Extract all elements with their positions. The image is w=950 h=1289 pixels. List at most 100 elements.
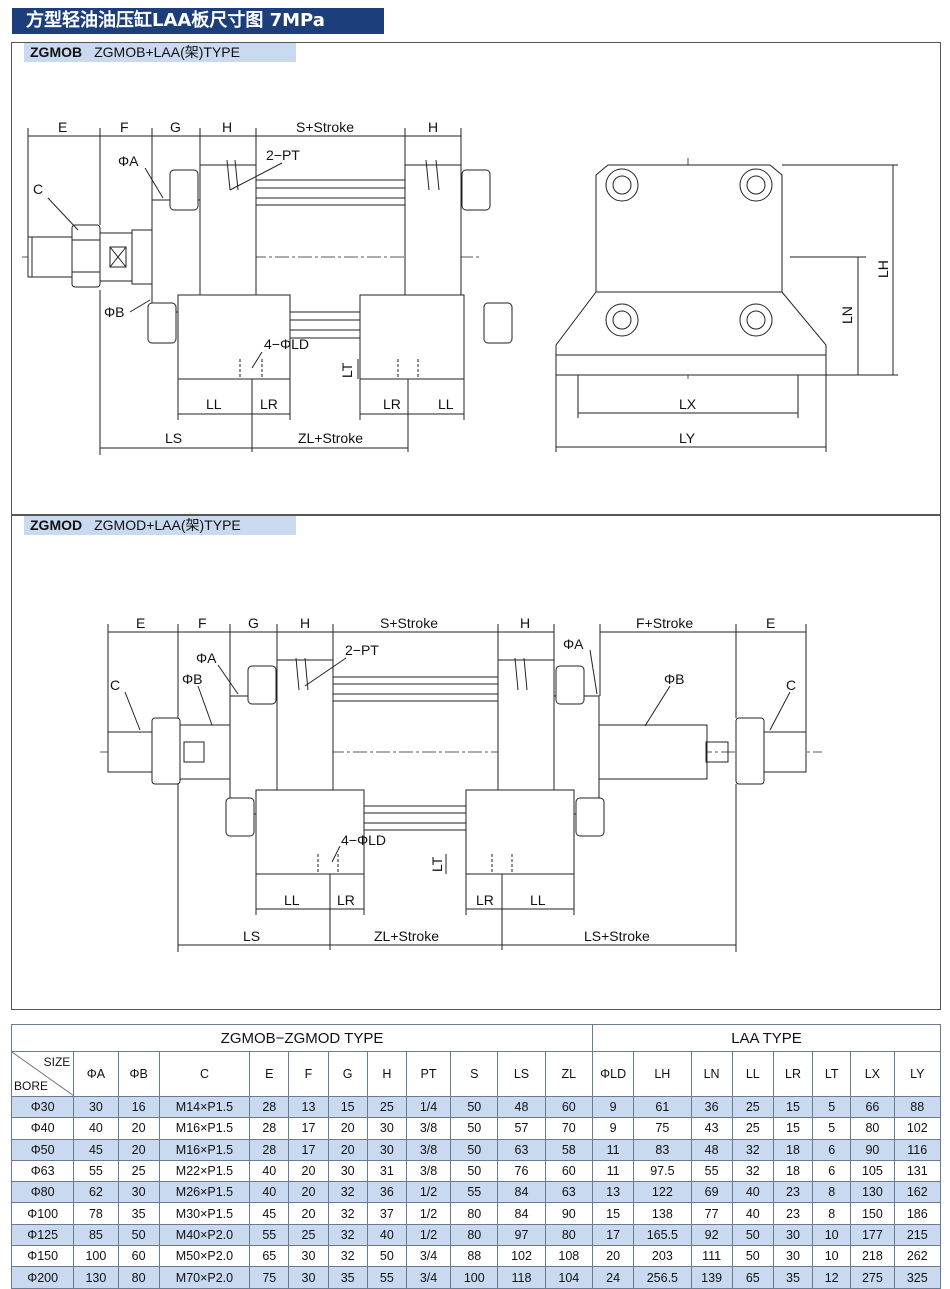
table-cell: M70×P2.0 — [158, 1266, 251, 1289]
bore-cell: Φ50 — [10, 1138, 75, 1161]
table-cell: 177 — [850, 1223, 895, 1247]
column-header: C — [158, 1051, 251, 1097]
table-cell: 30 — [772, 1245, 814, 1268]
dim-h-label: H — [300, 615, 310, 631]
table-cell: 80 — [850, 1117, 895, 1140]
table-cell: 50 — [450, 1159, 499, 1183]
table-cell: 31 — [366, 1159, 407, 1183]
table-cell: 3/8 — [405, 1117, 452, 1140]
table-cell: 32 — [731, 1159, 774, 1183]
table-cell: 111 — [690, 1245, 733, 1268]
table-cell: 36 — [366, 1181, 407, 1204]
table-cell: M50×P2.0 — [158, 1245, 251, 1268]
dim-ln-label: LN — [839, 306, 855, 324]
dim-phib2-label: ΦB — [664, 671, 685, 687]
column-header: LL — [731, 1051, 774, 1097]
dim-ls-label: LS — [165, 430, 182, 446]
table-cell: 20 — [117, 1138, 160, 1161]
dim-e-label: E — [136, 615, 145, 631]
table-cell: 90 — [544, 1202, 594, 1225]
table-cell: 100 — [450, 1266, 499, 1289]
table-cell: 32 — [327, 1223, 368, 1247]
table-cell: 36 — [690, 1095, 733, 1119]
table-cell: 13 — [592, 1181, 635, 1204]
dim-ll2-label: LL — [530, 892, 546, 908]
table-cell: 70 — [544, 1117, 594, 1140]
table-cell: 55 — [690, 1159, 733, 1183]
bore-cell: Φ125 — [10, 1223, 75, 1247]
table-cell: 65 — [249, 1245, 290, 1268]
table-cell: 57 — [497, 1117, 546, 1140]
table-cell: M14×P1.5 — [158, 1095, 251, 1119]
column-header: LR — [772, 1051, 814, 1097]
table-cell: 30 — [117, 1181, 160, 1204]
table-cell: 78 — [73, 1202, 119, 1225]
column-header: E — [249, 1051, 290, 1097]
table-cell: 45 — [249, 1202, 290, 1225]
dim-lr-label: LR — [260, 396, 278, 412]
table-cell: 3/8 — [405, 1138, 452, 1161]
table-cell: 63 — [544, 1181, 594, 1204]
table-cell: 20 — [288, 1181, 329, 1204]
table-cell: 25 — [117, 1159, 160, 1183]
table-cell: 35 — [327, 1266, 368, 1289]
column-header: ΦLD — [592, 1051, 635, 1097]
table-cell: 40 — [249, 1181, 290, 1204]
dim-e2-label: E — [766, 615, 775, 631]
table-cell: 25 — [731, 1095, 774, 1119]
dim-c2-label: C — [786, 677, 796, 693]
dim-ll-label: LL — [284, 892, 300, 908]
table-cell: 105 — [850, 1159, 895, 1183]
dim-lsstroke-label: LS+Stroke — [584, 928, 650, 944]
drawing-zgmod: E F G H S+Stroke H F+Stroke E 2−PT ΦA ΦA… — [100, 615, 822, 952]
table-cell: 116 — [893, 1138, 941, 1161]
table-cell: 275 — [850, 1266, 895, 1289]
table-cell: 25 — [366, 1095, 407, 1119]
table-cell: 40 — [731, 1181, 774, 1204]
table-cell: 203 — [633, 1245, 692, 1268]
table-cell: 9 — [592, 1117, 635, 1140]
column-header: S — [450, 1051, 499, 1097]
dim-g-label: G — [248, 615, 259, 631]
table-cell: 61 — [633, 1095, 692, 1119]
table-cell: 3/4 — [405, 1245, 452, 1268]
table-cell: 50 — [450, 1117, 499, 1140]
table-cell: 60 — [544, 1095, 594, 1119]
table-cell: 97.5 — [633, 1159, 692, 1183]
dim-stroke-label: S+Stroke — [380, 615, 438, 631]
table-cell: 11 — [592, 1138, 635, 1161]
table-group-laa: LAA TYPE — [592, 1024, 941, 1052]
dim-phib-label: ΦB — [104, 304, 125, 320]
table-cell: 11 — [592, 1159, 635, 1183]
table-cell: 20 — [117, 1117, 160, 1140]
dim-c-label: C — [110, 677, 120, 693]
table-cell: 88 — [893, 1095, 941, 1119]
table-cell: 139 — [690, 1266, 733, 1289]
dim-zl-label: ZL+Stroke — [298, 430, 363, 446]
dim-c-label: C — [33, 181, 43, 197]
dim-h2-label: H — [520, 615, 530, 631]
table-cell: 32 — [327, 1202, 368, 1225]
dim-lr-label: LR — [337, 892, 355, 908]
table-cell: M26×P1.5 — [158, 1181, 251, 1204]
bore-cell: Φ150 — [10, 1245, 75, 1268]
table-cell: 60 — [544, 1159, 594, 1183]
table-cell: 55 — [249, 1223, 290, 1247]
table-cell: 262 — [893, 1245, 941, 1268]
bore-cell: Φ30 — [10, 1095, 75, 1119]
table-cell: 3/8 — [405, 1159, 452, 1183]
table-cell: 84 — [497, 1202, 546, 1225]
table-cell: 20 — [288, 1202, 329, 1225]
table-cell: 35 — [772, 1266, 814, 1289]
table-cell: 1/2 — [405, 1181, 452, 1204]
column-header: ZL — [544, 1051, 594, 1097]
column-header: PT — [405, 1051, 452, 1097]
table-cell: 8 — [812, 1181, 852, 1204]
column-header: G — [327, 1051, 368, 1097]
table-cell: 5 — [812, 1095, 852, 1119]
table-cell: 15 — [772, 1095, 814, 1119]
table-cell: 118 — [497, 1266, 546, 1289]
